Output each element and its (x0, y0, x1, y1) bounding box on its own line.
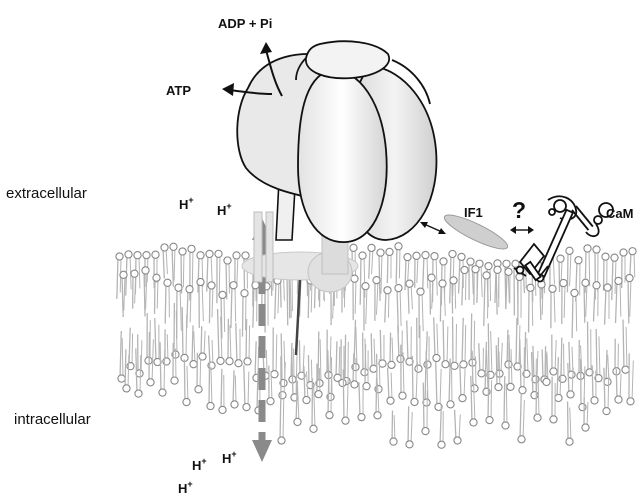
proton-label-int-1: H+ (192, 456, 207, 473)
label-intracellular: intracellular (14, 411, 91, 428)
label-extracellular: extracellular (6, 185, 87, 202)
lipid-bilayer (116, 243, 636, 449)
interaction-arrow-synthase-if1 (420, 222, 446, 234)
proton-label-int-2: H+ (222, 449, 237, 466)
label-adp-pi: ADP + Pi (218, 16, 272, 31)
label-cam: CaM (606, 206, 633, 221)
label-atp: ATP (166, 83, 191, 98)
interaction-arrow-if1-cam (510, 226, 534, 234)
label-if1: IF1 (464, 205, 483, 220)
proton-label-ext-2: H+ (217, 201, 232, 218)
label-question: ? (512, 197, 526, 223)
proton-label-ext-1: H+ (179, 195, 194, 212)
proton-label-int-3: H+ (178, 479, 193, 496)
